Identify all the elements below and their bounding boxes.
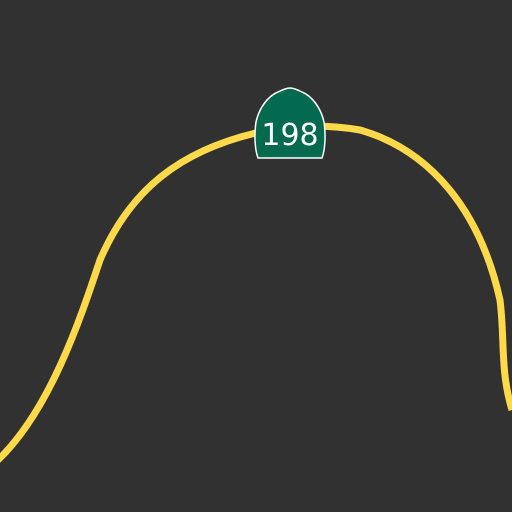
route-198-shield[interactable]: 198 — [254, 87, 326, 159]
route-number-label: 198 — [261, 118, 318, 153]
california-shield-icon — [254, 87, 326, 159]
